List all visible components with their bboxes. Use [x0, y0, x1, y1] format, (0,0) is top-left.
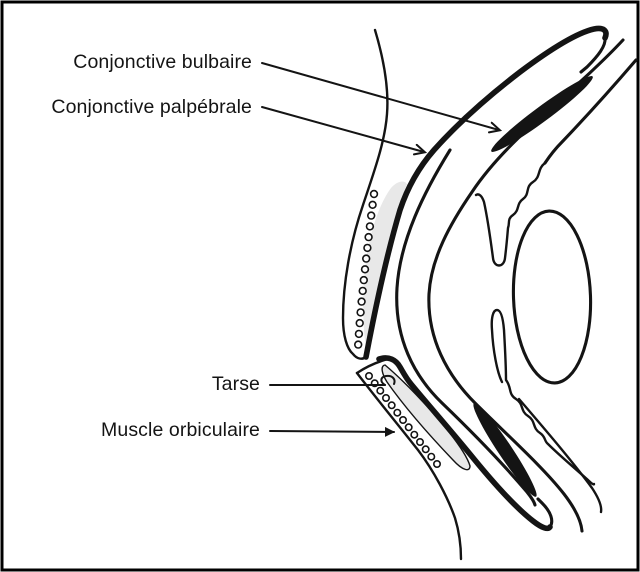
ciliary-body-upper [474, 161, 547, 267]
labels: Conjonctive bulbaire Conjonctive palpébr… [51, 51, 260, 441]
upper-fornix-return [579, 36, 607, 74]
lower-lid-conjunctival-edge [376, 355, 553, 532]
lower-eyelid [355, 355, 554, 561]
label-conjonctive-palpebrale: Conjonctive palpébrale [51, 96, 252, 118]
upper-dark-conjunctiva [491, 76, 593, 152]
upper-lid-front-edge [341, 28, 389, 360]
cornea-front-surface [395, 148, 537, 507]
posterior-sclera-line [517, 397, 603, 514]
label-tarse: Tarse [212, 373, 260, 395]
orbicularis-arrow [269, 426, 395, 437]
crystalline-lens [511, 209, 593, 385]
upper-gland-row [354, 189, 379, 349]
label-muscle-orbiculaire: Muscle orbiculaire [101, 419, 260, 441]
upper-eyelid [341, 25, 609, 360]
lower-fornix-return [536, 497, 554, 529]
eyeball [395, 38, 638, 533]
lower-gland-row [364, 371, 441, 468]
lower-dark-conjunctiva [473, 403, 537, 497]
bulbar-conjunctiva-arrow [261, 62, 503, 134]
leader-lines [261, 62, 503, 437]
ciliary-body-lower [490, 308, 596, 486]
label-conjonctive-bulbaire: Conjonctive bulbaire [73, 51, 252, 73]
lower-lid-front-edge [355, 371, 463, 561]
sclera-inner-line [543, 58, 638, 165]
upper-lid-conjunctival-edge [363, 25, 609, 360]
tarsus-leader-hook [380, 374, 396, 386]
palpebral-conjunctiva-arrow [261, 106, 428, 156]
